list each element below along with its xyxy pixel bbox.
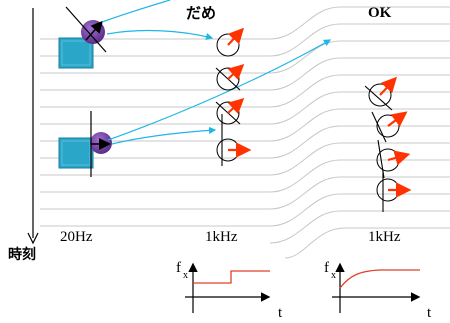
spin-unit — [216, 27, 244, 57]
spin-unit — [215, 98, 245, 125]
cube-icon — [58, 37, 94, 69]
timeline-line — [40, 23, 450, 57]
sphere-icon — [90, 132, 112, 154]
field-arrow — [85, 20, 103, 41]
timeline-line — [40, 40, 450, 74]
timeline-line — [40, 108, 450, 142]
left-graph-y-sub: x — [183, 270, 188, 281]
timeline-line — [40, 193, 450, 227]
timeline-line — [40, 125, 450, 159]
spin-unit — [376, 139, 411, 179]
spin-unit — [364, 76, 398, 111]
tilt-line — [65, 6, 107, 53]
ok-spin-column — [364, 76, 412, 212]
timeline-line — [40, 142, 450, 176]
timeline-line — [284, 227, 450, 259]
source-bottom — [58, 111, 112, 177]
right-graph-y-sub: x — [331, 270, 336, 281]
timeline-line — [40, 91, 450, 125]
left-graph-x-label: t — [278, 305, 283, 321]
timeline-line — [40, 176, 450, 210]
left-graph-y-label: f — [176, 260, 181, 276]
freq-label-left: 20Hz — [60, 229, 93, 245]
spin-unit — [376, 170, 412, 212]
spin-unit — [216, 114, 252, 166]
smooth-graph — [332, 262, 421, 313]
freq-label-right: 1kHz — [368, 229, 401, 245]
cube-icon — [58, 137, 94, 169]
timeline-line — [40, 6, 450, 40]
cyan-arrows — [101, 0, 332, 145]
bad-label: だめ — [186, 4, 217, 22]
ok-label: OK — [368, 5, 392, 21]
timeline-line — [40, 74, 450, 108]
timeline-lines — [40, 6, 450, 259]
spin-unit — [215, 64, 245, 91]
bad-spin-column — [215, 27, 252, 166]
right-graph-y-label: f — [324, 260, 329, 276]
freq-label-middle: 1kHz — [205, 229, 238, 245]
source-top — [58, 6, 107, 69]
timeline-line — [269, 210, 450, 244]
time-axis-label: 時刻 — [8, 247, 36, 263]
timeline-line — [40, 57, 450, 91]
smooth-curve — [339, 269, 420, 289]
time-axis-arrowhead — [27, 232, 39, 245]
step-curve — [193, 270, 270, 284]
right-graph-x-label: t — [427, 305, 432, 321]
spin-unit — [371, 111, 408, 143]
timeline-line — [40, 159, 450, 193]
step-graph — [185, 262, 271, 313]
